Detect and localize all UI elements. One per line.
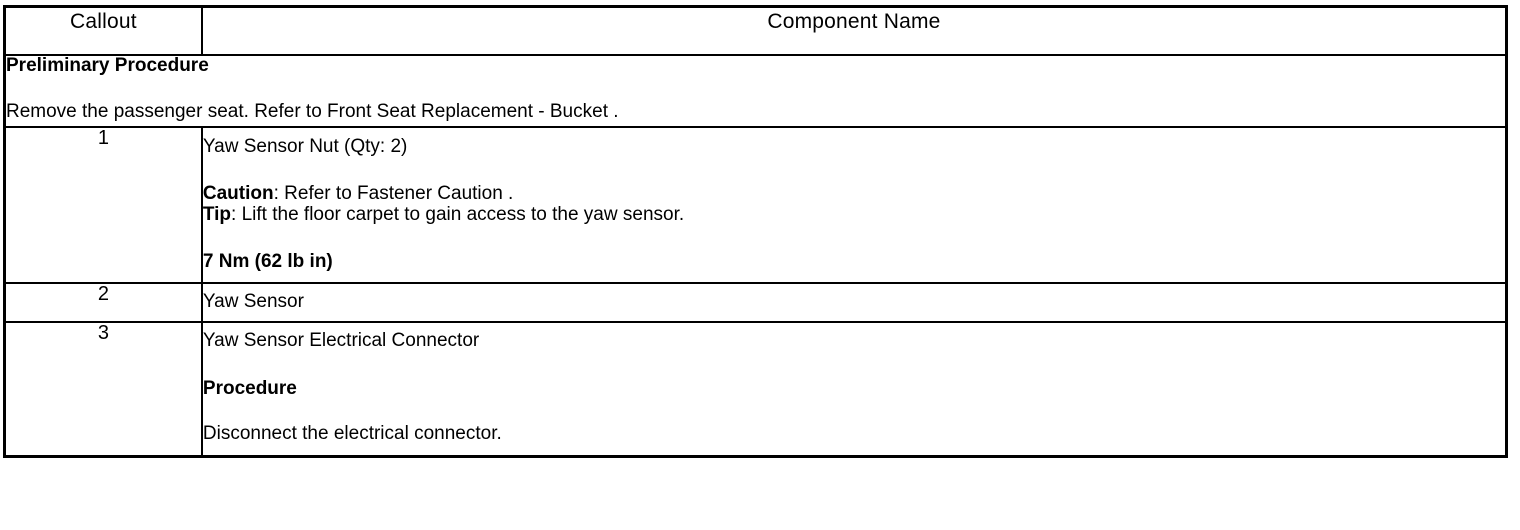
spacer xyxy=(6,76,1505,102)
preliminary-procedure-title: Preliminary Procedure xyxy=(6,55,209,76)
component-name-text: Yaw Sensor Electrical Connector xyxy=(202,330,480,352)
caution-note: Caution: Refer to Fastener Caution . xyxy=(203,184,1505,205)
torque-specification: 7 Nm (62 lb in) xyxy=(202,251,333,273)
preliminary-procedure-text: Remove the passenger seat. Refer to Fron… xyxy=(6,100,619,122)
table-row: 2 Yaw Sensor xyxy=(3,281,1508,324)
tip-note: Tip: Lift the floor carpet to gain acces… xyxy=(202,203,1505,226)
caution-label: Caution xyxy=(202,183,274,205)
table-row: 1 Yaw Sensor Nut (Qty: 2) Caution: Refer… xyxy=(3,125,1508,284)
procedure-text: Disconnect the electrical connector. xyxy=(202,423,502,445)
callout-number: 2 xyxy=(3,281,203,324)
spacer xyxy=(203,352,1505,379)
component-description-cell: Yaw Sensor Nut (Qty: 2) Caution: Refer t… xyxy=(200,125,1508,284)
table-row: 3 Yaw Sensor Electrical Connector Proced… xyxy=(3,321,1508,458)
callout-number: 1 xyxy=(3,125,203,284)
preliminary-procedure-cell: Preliminary Procedure Remove the passeng… xyxy=(3,54,1508,128)
procedure-label: Procedure xyxy=(202,377,297,399)
component-parts-table: Callout Component Name Preliminary Proce… xyxy=(3,5,1508,458)
caution-text: Refer to Fastener Caution . xyxy=(284,183,514,205)
column-header-component-name: Component Name xyxy=(200,5,1508,56)
callout-number: 3 xyxy=(3,321,203,458)
column-header-callout: Callout xyxy=(3,5,203,56)
component-name-text: Yaw Sensor Nut (Qty: 2) xyxy=(202,135,408,157)
spacer xyxy=(203,399,1505,424)
component-name-text: Yaw Sensor xyxy=(202,290,304,312)
table-header-row: Callout Component Name xyxy=(3,5,1508,56)
tip-label: Tip xyxy=(202,203,232,225)
tip-separator: : xyxy=(231,203,242,225)
component-description-cell: Yaw Sensor Electrical Connector Procedur… xyxy=(200,321,1508,458)
preliminary-procedure-row: Preliminary Procedure Remove the passeng… xyxy=(3,54,1508,128)
spacer xyxy=(203,157,1505,184)
component-description-cell: Yaw Sensor xyxy=(200,281,1508,324)
spacer xyxy=(203,225,1505,252)
caution-separator: : xyxy=(273,183,285,205)
tip-text: Lift the floor carpet to gain access to … xyxy=(241,203,685,225)
